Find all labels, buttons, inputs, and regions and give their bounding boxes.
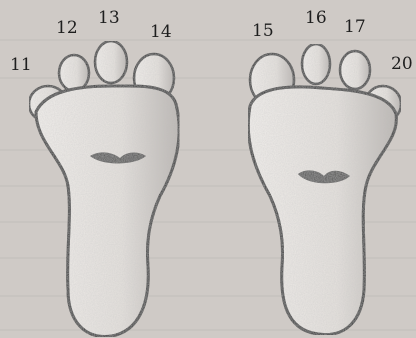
- left-toe-12: [59, 55, 89, 91]
- toe-label-17: 17: [344, 19, 366, 36]
- right-sole: [248, 87, 396, 335]
- left-toe-13: [95, 41, 127, 83]
- right-toe-17: [340, 51, 370, 89]
- toe-label-16: 16: [305, 10, 327, 27]
- toe-label-13: 13: [98, 10, 120, 27]
- toe-label-12: 12: [56, 20, 78, 37]
- left-sole: [36, 86, 179, 337]
- toe-label-20: 20: [391, 56, 413, 73]
- toe-label-14: 14: [150, 24, 172, 41]
- left-foot: [29, 41, 179, 337]
- right-foot: [248, 44, 401, 335]
- toe-label-15: 15: [252, 23, 274, 40]
- right-toe-16: [302, 44, 330, 84]
- toe-label-11: 11: [10, 57, 32, 74]
